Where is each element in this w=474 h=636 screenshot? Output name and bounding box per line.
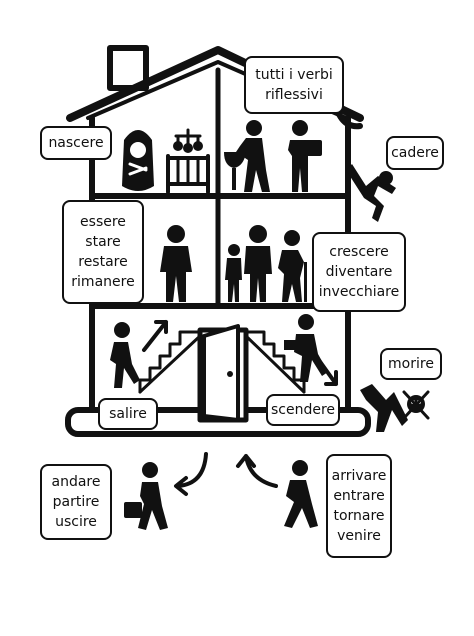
person-dressing-icon (288, 120, 322, 192)
label-scendere: scendere (266, 394, 340, 426)
skull-icon (360, 384, 430, 432)
label-line: partire (52, 494, 100, 510)
label-essere: essere stare restare rimanere (62, 200, 144, 304)
label-line: invecchiare (318, 284, 400, 300)
stairs-icon (138, 330, 306, 394)
label-line: entrare (333, 488, 385, 504)
label-line: riflessivi (265, 87, 323, 103)
baby-icon (122, 130, 154, 191)
label-line: stare (85, 234, 121, 250)
label-line: cadere (391, 145, 439, 161)
label-line: rimanere (71, 274, 135, 290)
label-line: andare (51, 474, 101, 490)
label-cadere: cadere (386, 136, 444, 170)
label-morire: morire (380, 348, 442, 380)
label-andare: andare partire uscire (40, 464, 112, 540)
label-line: tutti i verbi (255, 67, 333, 83)
label-crescere: crescere diventare invecchiare (312, 232, 406, 312)
label-line: uscire (55, 514, 97, 530)
label-line: venire (337, 528, 381, 544)
family-ages-icon (225, 225, 307, 302)
person-falling-icon (346, 164, 396, 222)
person-arriving-icon (236, 454, 318, 528)
crib-icon (166, 128, 210, 194)
label-nascere: nascere (40, 126, 112, 160)
label-arrivare: arrivare entrare tornare venire (326, 454, 392, 558)
person-standing-icon (160, 225, 192, 302)
label-salire: salire (98, 398, 158, 430)
person-leaving-icon (124, 452, 208, 530)
label-line: scendere (270, 402, 336, 418)
label-line: arrivare (331, 468, 387, 484)
label-line: nascere (48, 135, 104, 151)
label-line: essere (80, 214, 126, 230)
label-line: restare (78, 254, 128, 270)
person-descending-icon (284, 314, 338, 386)
person-washing-icon (224, 120, 270, 192)
label-line: crescere (329, 244, 389, 260)
label-line: morire (388, 356, 434, 372)
label-line: salire (109, 406, 147, 422)
door-icon (197, 324, 249, 423)
person-climbing-icon (110, 320, 168, 388)
label-line: tornare (333, 508, 385, 524)
label-riflessivi: tutti i verbi riflessivi (244, 56, 344, 114)
label-line: diventare (325, 264, 393, 280)
